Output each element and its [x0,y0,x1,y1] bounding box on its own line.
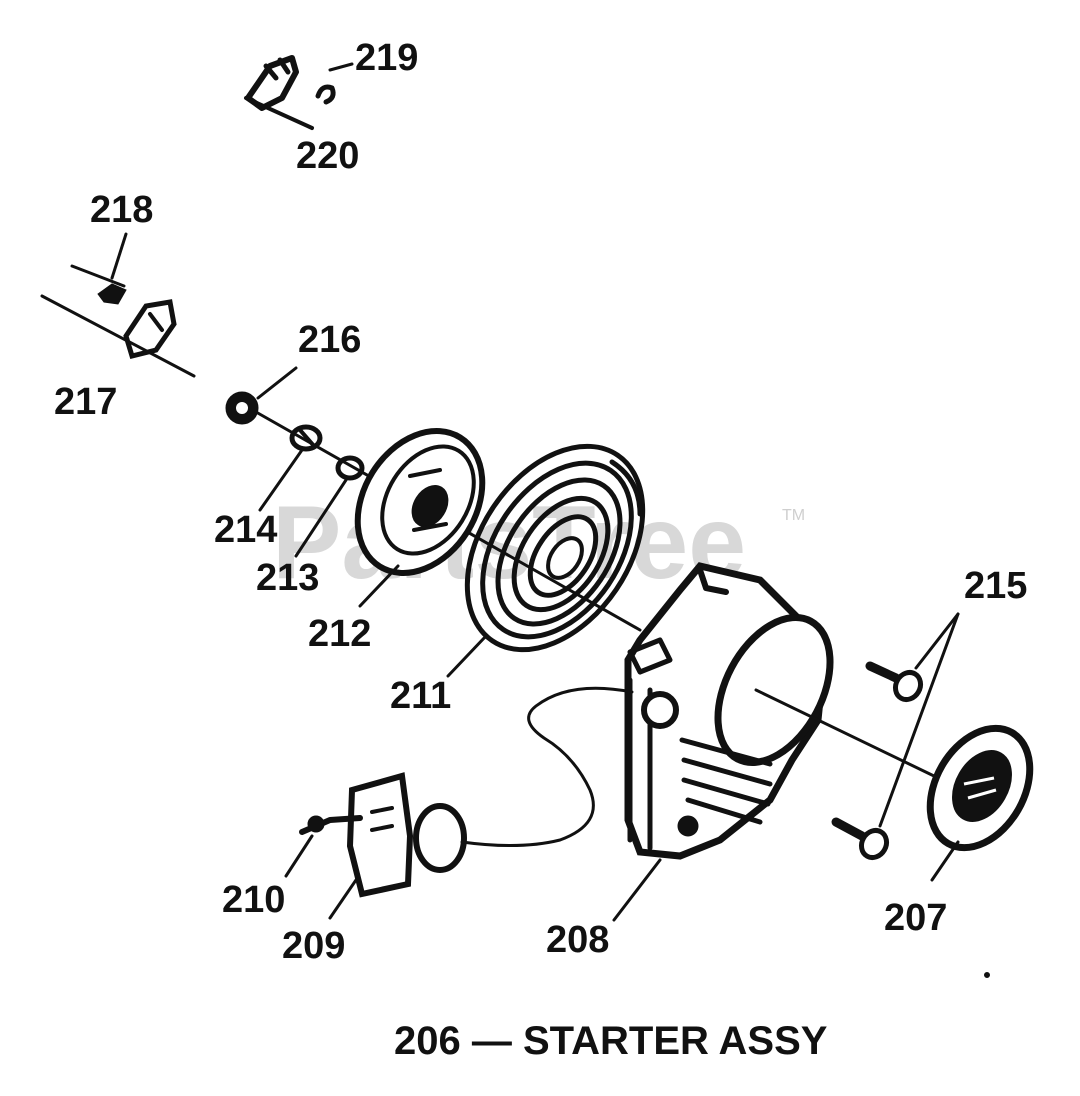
leader-212 [358,564,400,608]
centerline-218 [70,264,126,288]
callout-211: 211 [390,675,451,717]
part-212-pulley [354,428,486,576]
part-218-pin [97,283,127,305]
callout-218: 218 [90,189,153,231]
callout-214: 214 [214,509,277,551]
callout-209: 209 [282,925,345,967]
leader-213 [294,478,348,558]
leader-210 [284,834,314,878]
part-211-recoil-spring [464,443,646,653]
leader-215-b [878,612,960,828]
part-219-pin [315,84,336,105]
callout-207: 207 [884,897,947,939]
leader-215-a [914,612,960,670]
leader-219 [328,62,354,72]
part-209-handle [346,772,467,898]
callout-208: 208 [546,919,609,961]
starter-rope [460,686,634,848]
callout-210: 210 [222,879,285,921]
part-210-pin [299,815,363,835]
trademark: TM [782,507,805,524]
callout-215: 215 [964,565,1027,607]
centerline-217 [40,294,196,378]
part-216-nut [225,391,259,425]
diagram-caption: 206 — STARTER ASSY [394,1019,828,1063]
leader-207 [930,840,960,882]
part-207-cap [926,724,1034,852]
callout-216: 216 [298,319,361,361]
leader-214 [258,448,304,512]
part-208-starter-housing [624,562,834,860]
part-215-screw-top [865,661,924,703]
leader-208 [612,858,662,922]
leader-211 [446,634,488,678]
callout-220: 220 [296,135,359,177]
leader-209 [328,878,358,920]
leader-218 [110,232,128,280]
callout-219: 219 [355,37,418,79]
part-220-clip [244,55,314,130]
part-217-holder [123,299,177,360]
leader-216 [256,366,298,400]
part-215-screw-bottom [831,817,890,861]
callout-212: 212 [308,613,371,655]
stray-dot [984,972,990,978]
callout-213: 213 [256,557,319,599]
callout-217: 217 [54,381,117,423]
